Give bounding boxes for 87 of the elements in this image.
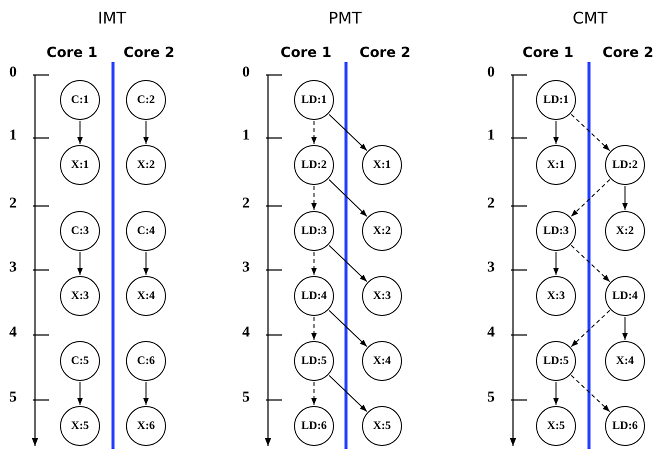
task-circle: LD:3 bbox=[536, 211, 576, 251]
task-circle: LD:5 bbox=[536, 341, 576, 381]
task-circle: X:5 bbox=[536, 406, 576, 446]
task-circle: X:4 bbox=[605, 341, 645, 381]
arrow bbox=[622, 316, 628, 340]
task-circle: X:3 bbox=[60, 276, 100, 316]
arrow bbox=[570, 179, 610, 217]
task-circle: C:4 bbox=[126, 211, 166, 251]
tick-label: 4 bbox=[9, 324, 17, 342]
arrow bbox=[311, 316, 317, 340]
task-circle: X:3 bbox=[362, 276, 402, 316]
tick-label: 5 bbox=[487, 390, 495, 406]
tick-label: 3 bbox=[487, 260, 495, 276]
arrow bbox=[143, 252, 149, 276]
arrow bbox=[328, 245, 368, 282]
task-circle: LD:1 bbox=[294, 80, 334, 120]
task-circle: X:2 bbox=[605, 211, 645, 251]
task-circle: C:5 bbox=[60, 341, 100, 381]
task-circle: X:5 bbox=[60, 406, 100, 446]
arrow bbox=[77, 382, 83, 406]
arrow bbox=[311, 120, 317, 144]
arrow bbox=[622, 186, 628, 210]
tick-label: 0 bbox=[242, 64, 250, 82]
task-circle: X:1 bbox=[536, 145, 576, 185]
task-circle: X:4 bbox=[362, 341, 402, 381]
tick-label: 1 bbox=[242, 128, 250, 144]
task-circle: LD:6 bbox=[605, 406, 645, 446]
arrow bbox=[328, 114, 368, 151]
task-circle: C:3 bbox=[60, 211, 100, 251]
arrow bbox=[311, 252, 317, 276]
task-circle: X:3 bbox=[536, 276, 576, 316]
tick-label: 4 bbox=[242, 324, 250, 342]
task-circle: X:6 bbox=[126, 406, 166, 446]
tick-label: 3 bbox=[9, 260, 17, 276]
arrow bbox=[143, 120, 149, 144]
column-header: Core 1 bbox=[280, 45, 332, 61]
arrow bbox=[553, 120, 559, 144]
arrow bbox=[553, 252, 559, 276]
arrow bbox=[570, 114, 610, 152]
arrow bbox=[77, 252, 83, 276]
tick-label: 3 bbox=[242, 260, 250, 276]
task-circle: X:1 bbox=[362, 145, 402, 185]
tick-label: 2 bbox=[487, 196, 495, 212]
arrow bbox=[143, 382, 149, 406]
arrow bbox=[328, 310, 368, 347]
task-circle: LD:5 bbox=[294, 341, 334, 381]
arrow bbox=[328, 375, 368, 412]
task-circle: X:4 bbox=[126, 276, 166, 316]
tick-label: 0 bbox=[9, 64, 17, 82]
panel-title: IMT bbox=[98, 8, 126, 28]
task-circle: LD:6 bbox=[294, 406, 334, 446]
tick-label: 0 bbox=[487, 64, 495, 82]
task-circle: X:2 bbox=[362, 211, 402, 251]
panel-title: PMT bbox=[328, 8, 362, 28]
panel-title: CMT bbox=[572, 8, 608, 28]
column-header: Core 2 bbox=[124, 45, 174, 61]
column-header: Core 2 bbox=[360, 45, 410, 61]
arrow bbox=[328, 179, 368, 217]
task-circle: LD:4 bbox=[605, 276, 645, 316]
task-circle: LD:1 bbox=[536, 80, 576, 120]
tick-label: 2 bbox=[242, 196, 250, 212]
tick-label: 5 bbox=[9, 390, 17, 406]
task-circle: C:1 bbox=[60, 80, 100, 120]
arrow bbox=[77, 120, 83, 144]
task-circle: LD:2 bbox=[294, 145, 334, 185]
task-circle: X:1 bbox=[60, 145, 100, 185]
tick-label: 1 bbox=[487, 128, 495, 144]
arrow bbox=[570, 374, 610, 412]
task-circle: LD:2 bbox=[605, 145, 645, 185]
tick-label: 5 bbox=[242, 390, 250, 406]
tick-label: 1 bbox=[9, 128, 17, 144]
task-circle: LD:3 bbox=[294, 211, 334, 251]
task-circle: LD:4 bbox=[294, 276, 334, 316]
column-header: Core 1 bbox=[522, 45, 574, 61]
arrow bbox=[570, 310, 610, 348]
task-circle: X:5 bbox=[362, 406, 402, 446]
arrow bbox=[570, 244, 610, 282]
arrow bbox=[553, 382, 559, 406]
column-header: Core 1 bbox=[46, 45, 98, 61]
tick-label: 2 bbox=[9, 196, 17, 212]
column-header: Core 2 bbox=[602, 45, 654, 61]
task-circle: C:2 bbox=[126, 80, 166, 120]
task-circle: C:6 bbox=[126, 341, 166, 381]
arrow bbox=[311, 382, 317, 406]
task-circle: X:2 bbox=[126, 145, 166, 185]
arrow bbox=[311, 186, 317, 210]
tick-label: 4 bbox=[487, 324, 495, 342]
